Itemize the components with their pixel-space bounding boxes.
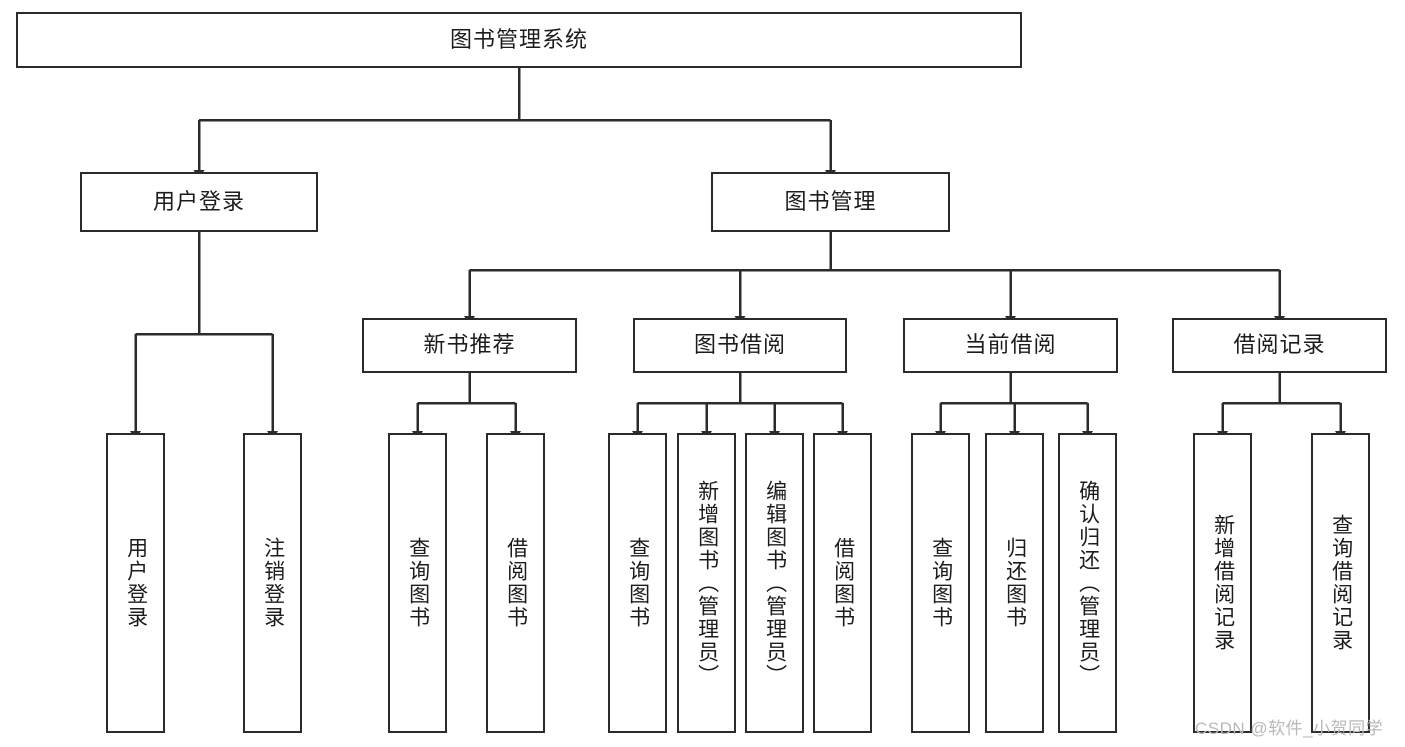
node-label-user-login: 用户登录 [152,188,245,214]
node-label-leaf-add-record: 新增借阅记录 [1211,514,1235,652]
node-leaf-edit-book[interactable]: 编辑图书（管理员） [745,433,804,733]
node-current-borrow[interactable]: 当前借阅 [903,318,1118,373]
csdn-watermark: CSDN @软件_小贺同学 [1195,719,1384,738]
node-label-leaf-user-login: 用户登录 [124,537,148,629]
node-label-leaf-add-book: 新增图书（管理员） [695,479,719,687]
node-label-root: 图书管理系统 [449,26,588,52]
node-leaf-borrow-book-2[interactable]: 借阅图书 [813,433,872,733]
node-label-leaf-edit-book: 编辑图书（管理员） [763,479,787,687]
node-label-leaf-borrow-book-2: 借阅图书 [831,537,855,629]
node-leaf-add-book[interactable]: 新增图书（管理员） [677,433,736,733]
node-leaf-return-book[interactable]: 归还图书 [985,433,1044,733]
node-label-leaf-confirm-return: 确认归还（管理员） [1076,479,1100,687]
node-leaf-add-record[interactable]: 新增借阅记录 [1193,433,1252,733]
node-leaf-query-record[interactable]: 查询借阅记录 [1311,433,1370,733]
node-book-borrow[interactable]: 图书借阅 [633,318,847,373]
node-label-leaf-query-book-3: 查询图书 [929,537,953,629]
node-leaf-query-book-3[interactable]: 查询图书 [911,433,970,733]
node-label-leaf-query-book-1: 查询图书 [406,537,430,629]
node-label-leaf-borrow-book-1: 借阅图书 [504,537,528,629]
node-root[interactable]: 图书管理系统 [16,12,1022,68]
node-label-borrow-record: 借阅记录 [1233,332,1326,358]
node-leaf-query-book-1[interactable]: 查询图书 [388,433,447,733]
node-label-book-borrow: 图书借阅 [693,332,786,358]
node-new-book-recommend[interactable]: 新书推荐 [362,318,577,373]
node-label-leaf-query-record: 查询借阅记录 [1329,514,1353,652]
node-label-new-book-recommend: 新书推荐 [423,332,516,358]
node-leaf-query-book-2[interactable]: 查询图书 [608,433,667,733]
node-borrow-record[interactable]: 借阅记录 [1172,318,1387,373]
node-label-leaf-logout: 注销登录 [261,537,285,629]
node-leaf-logout[interactable]: 注销登录 [243,433,302,733]
node-leaf-user-login[interactable]: 用户登录 [106,433,165,733]
node-leaf-confirm-return[interactable]: 确认归还（管理员） [1058,433,1117,733]
node-leaf-borrow-book-1[interactable]: 借阅图书 [486,433,545,733]
connector-layer [130,68,1346,440]
node-book-manage[interactable]: 图书管理 [711,172,950,232]
node-user-login[interactable]: 用户登录 [80,172,318,232]
node-label-leaf-query-book-2: 查询图书 [626,537,650,629]
node-label-book-manage: 图书管理 [784,188,877,214]
node-label-current-borrow: 当前借阅 [964,332,1057,358]
node-label-leaf-return-book: 归还图书 [1003,537,1027,629]
